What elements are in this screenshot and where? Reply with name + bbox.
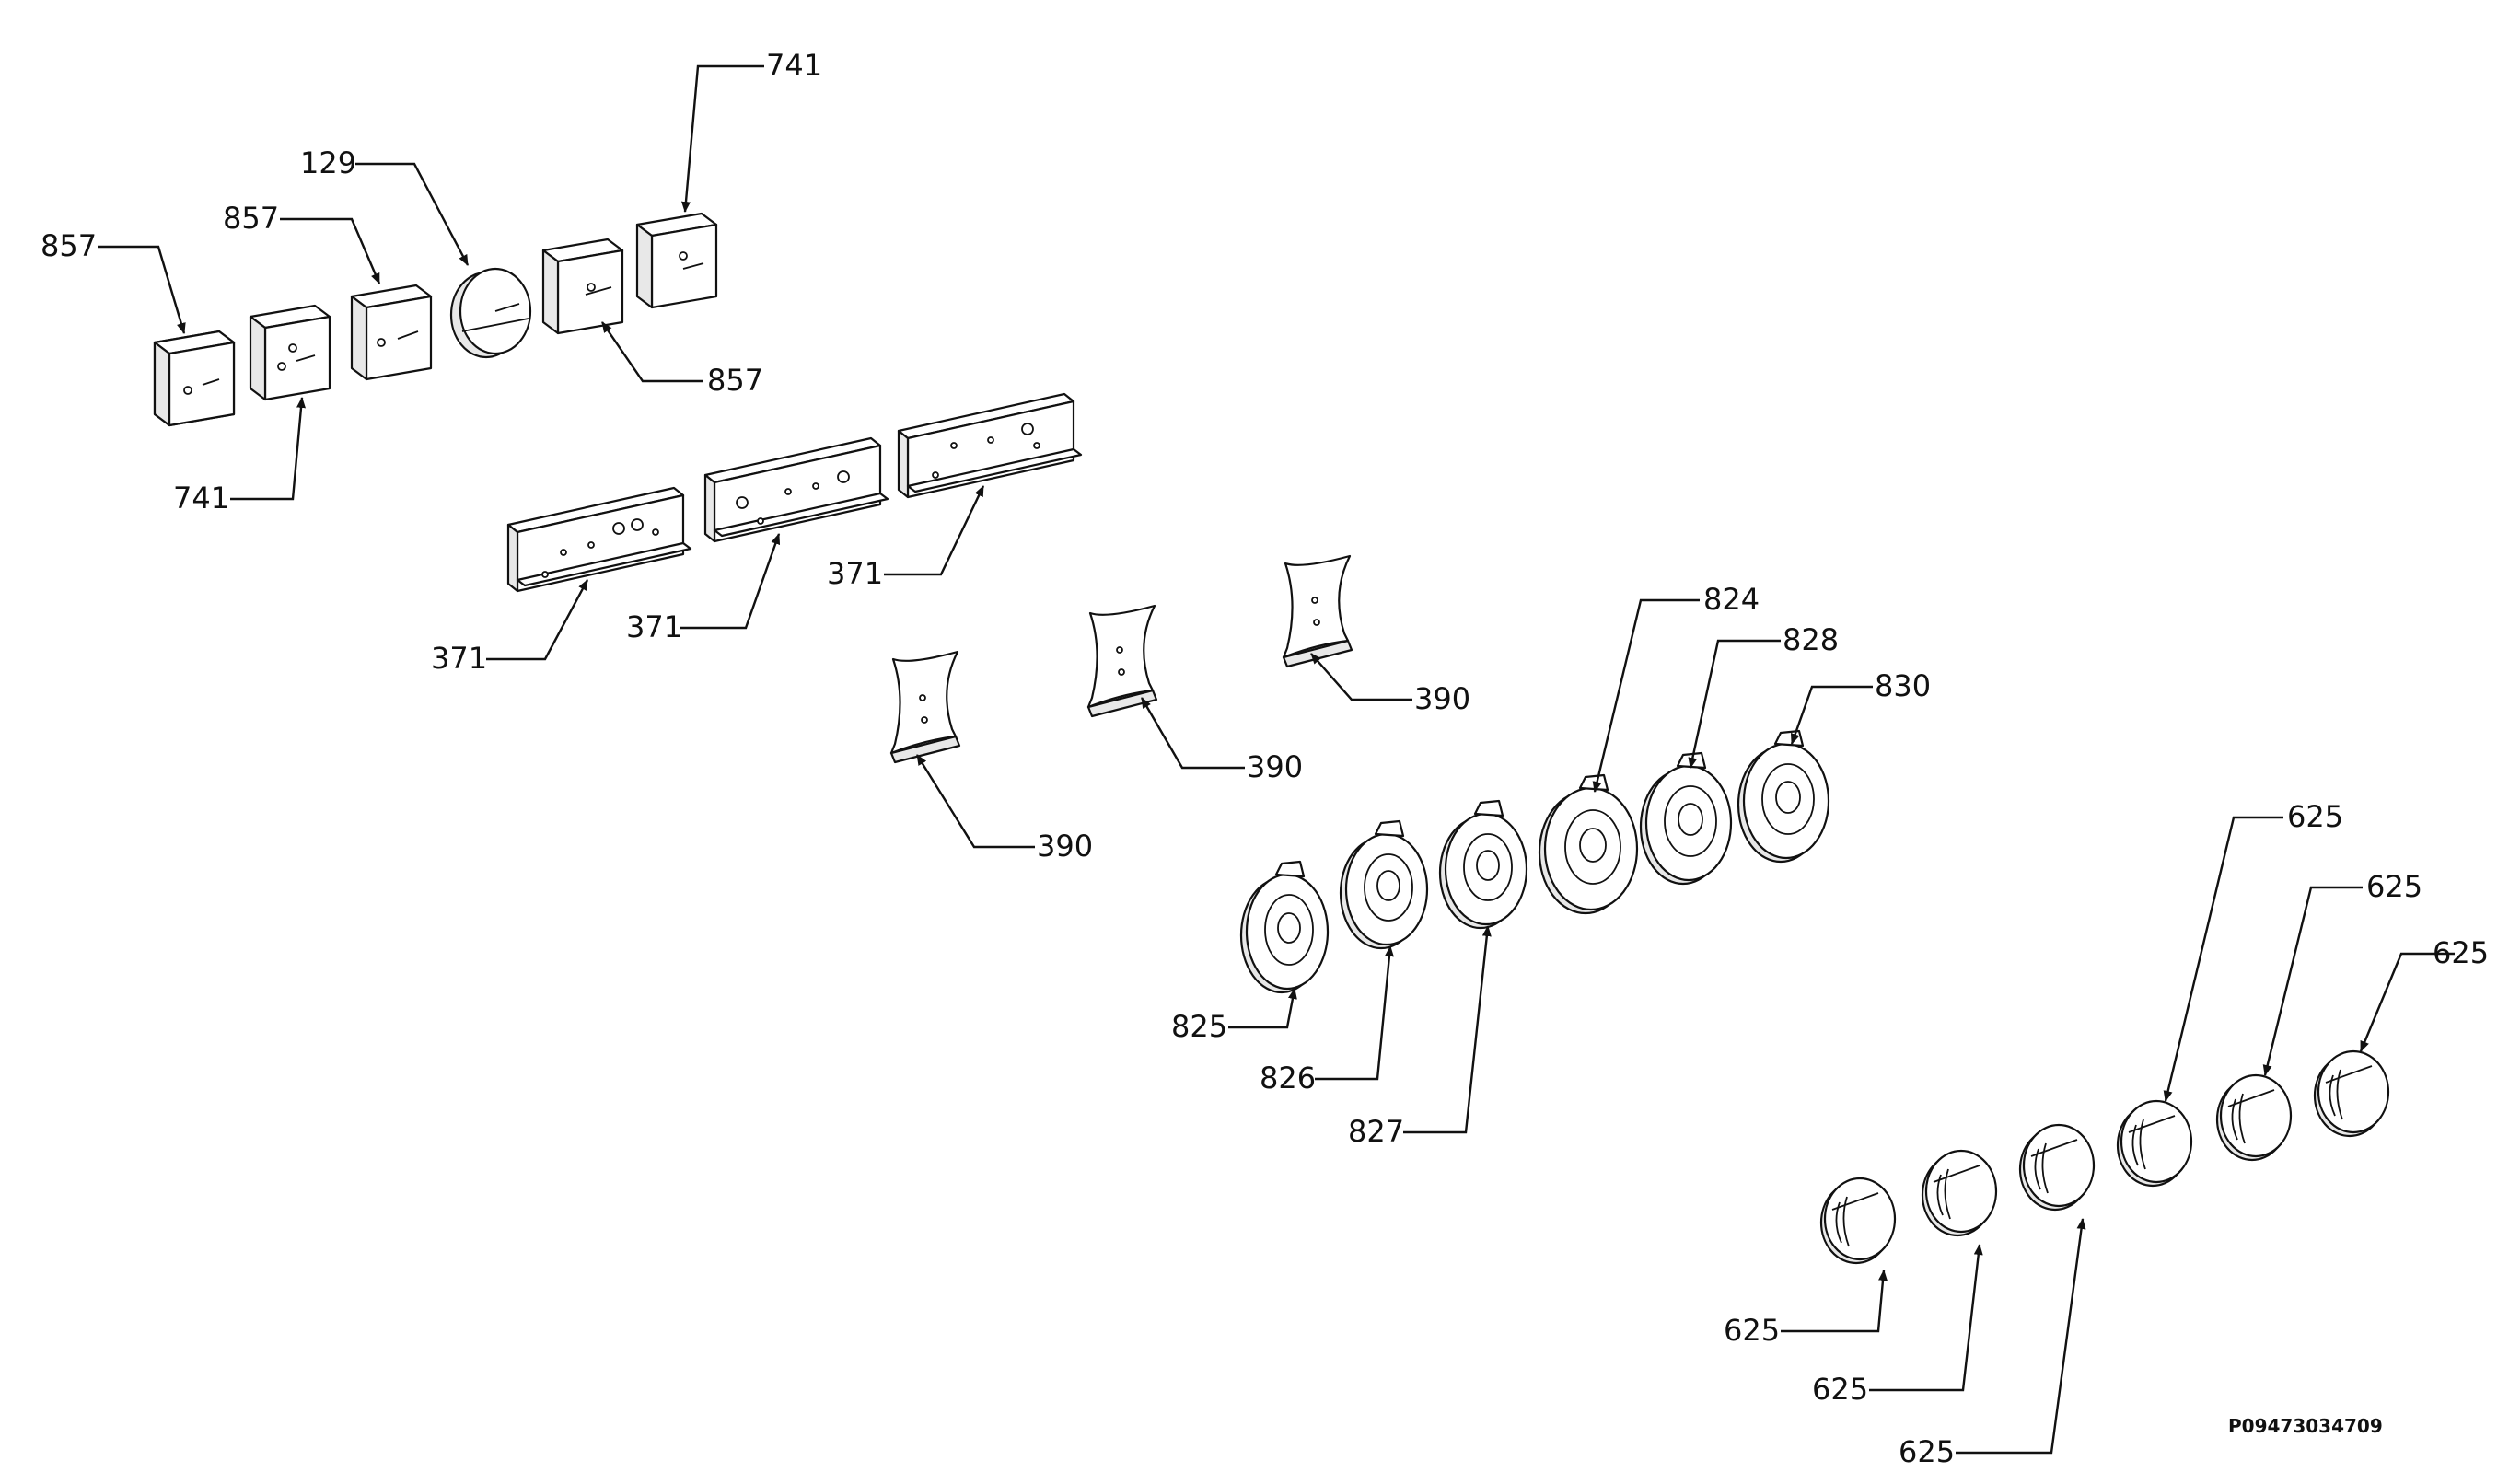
leader-lines bbox=[98, 64, 2455, 1455]
callout-label: 625 bbox=[1899, 1434, 1955, 1469]
bracket-3 bbox=[1282, 554, 1353, 668]
symbol-ring-830 bbox=[1737, 729, 1830, 864]
callout-label: 390 bbox=[1414, 681, 1470, 716]
energy-regulator-round bbox=[449, 267, 532, 359]
symbol-ring-828 bbox=[1639, 751, 1733, 886]
symbol-ring-825 bbox=[1239, 860, 1330, 994]
bracket-2 bbox=[1086, 604, 1158, 718]
switch-box-5 bbox=[635, 212, 718, 309]
callout-label: 371 bbox=[626, 609, 682, 644]
callout-labels: 741 129 857 857 857 741 371 371 371 390 … bbox=[41, 48, 2489, 1469]
callout-label: 857 bbox=[41, 228, 97, 263]
mounting-rail-1 bbox=[506, 486, 692, 593]
callout-label: 825 bbox=[1171, 1009, 1227, 1044]
callout-label: 371 bbox=[431, 641, 487, 676]
switch-box-4 bbox=[541, 238, 624, 335]
callout-label: 625 bbox=[1724, 1313, 1780, 1348]
callout-label: 828 bbox=[1783, 622, 1839, 657]
symbol-ring-826 bbox=[1339, 819, 1429, 950]
symbol-ring-827 bbox=[1438, 799, 1528, 930]
switch-box-1 bbox=[153, 330, 236, 427]
callout-label: 857 bbox=[707, 363, 763, 398]
callout-label: 741 bbox=[766, 48, 822, 83]
callout-label: 371 bbox=[827, 556, 883, 591]
symbol-ring-824 bbox=[1538, 773, 1639, 915]
control-knob-3 bbox=[2018, 1123, 2096, 1212]
callout-label: 857 bbox=[223, 201, 279, 236]
callout-label: 830 bbox=[1875, 668, 1931, 703]
callout-label: 826 bbox=[1260, 1061, 1316, 1096]
callout-label: 390 bbox=[1037, 829, 1093, 864]
control-knob-1 bbox=[1819, 1177, 1897, 1265]
callout-label: 129 bbox=[300, 145, 356, 180]
bracket-1 bbox=[889, 650, 961, 764]
callout-label: 625 bbox=[2287, 799, 2343, 834]
callout-label: 625 bbox=[2433, 935, 2489, 970]
control-knob-6 bbox=[2313, 1049, 2390, 1138]
control-knob-2 bbox=[1921, 1149, 1998, 1237]
mounting-rail-2 bbox=[703, 436, 889, 543]
callout-label: 741 bbox=[173, 481, 229, 516]
mounting-rail-3 bbox=[897, 392, 1083, 499]
document-id: P09473034709 bbox=[2228, 1415, 2383, 1437]
switch-box-2 bbox=[249, 304, 331, 401]
callout-label: 390 bbox=[1247, 749, 1303, 784]
callout-label: 625 bbox=[1812, 1372, 1868, 1407]
control-knob-4 bbox=[2116, 1099, 2193, 1188]
control-knob-5 bbox=[2215, 1073, 2293, 1162]
callout-label: 827 bbox=[1348, 1114, 1404, 1149]
callout-label: 625 bbox=[2366, 869, 2422, 904]
switch-box-3 bbox=[350, 284, 433, 381]
callout-label: 824 bbox=[1703, 582, 1760, 617]
